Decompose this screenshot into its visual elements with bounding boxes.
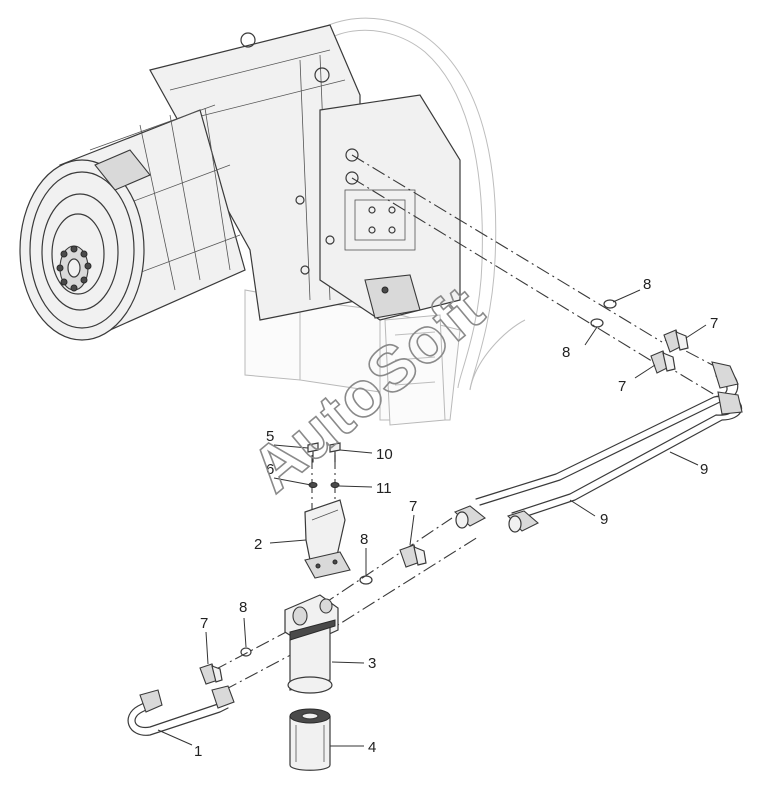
callout-7d: 7 [200, 615, 208, 632]
callout-2: 2 [254, 536, 262, 553]
leader-lines [157, 289, 707, 747]
adapter-fitting-upper [663, 329, 689, 353]
hose-assembly-upper [453, 361, 739, 529]
callout-7a: 7 [710, 315, 718, 332]
washer-right [330, 482, 340, 488]
adapter-fitting-lower [650, 350, 676, 374]
callout-4: 4 [368, 739, 376, 756]
o-ring-lower [590, 318, 604, 328]
filter-cartridge [289, 708, 331, 771]
input-spline-hub [56, 245, 92, 292]
callout-8a: 8 [643, 276, 651, 293]
callout-9a: 9 [700, 461, 708, 478]
transmission-housing [19, 17, 526, 426]
callout-8b: 8 [562, 344, 570, 361]
callout-5: 5 [266, 428, 274, 445]
hose-assembly-lower [507, 391, 743, 533]
callout-1: 1 [194, 743, 202, 760]
o-ring-middle [359, 575, 373, 585]
callout-8d: 8 [239, 599, 247, 616]
adapter-fitting-lower-left [199, 663, 223, 685]
adapter-fitting-middle [399, 544, 427, 568]
bolt-left [307, 442, 319, 463]
callout-labels: 8 8 7 7 9 9 5 6 10 11 2 8 7 3 4 8 7 1 [194, 276, 718, 760]
callout-7b: 7 [618, 378, 626, 395]
callout-10: 10 [376, 446, 393, 463]
callout-7c: 7 [409, 498, 417, 515]
o-ring-upper [603, 299, 617, 309]
tube-assembly [127, 685, 235, 736]
o-ring-lower-left [240, 647, 252, 657]
callout-9b: 9 [600, 511, 608, 528]
callout-8c: 8 [360, 531, 368, 548]
callout-3: 3 [368, 655, 376, 672]
filter-head [284, 594, 339, 694]
callout-6: 6 [266, 461, 274, 478]
callout-11: 11 [376, 480, 392, 497]
filter-bracket [304, 499, 351, 579]
